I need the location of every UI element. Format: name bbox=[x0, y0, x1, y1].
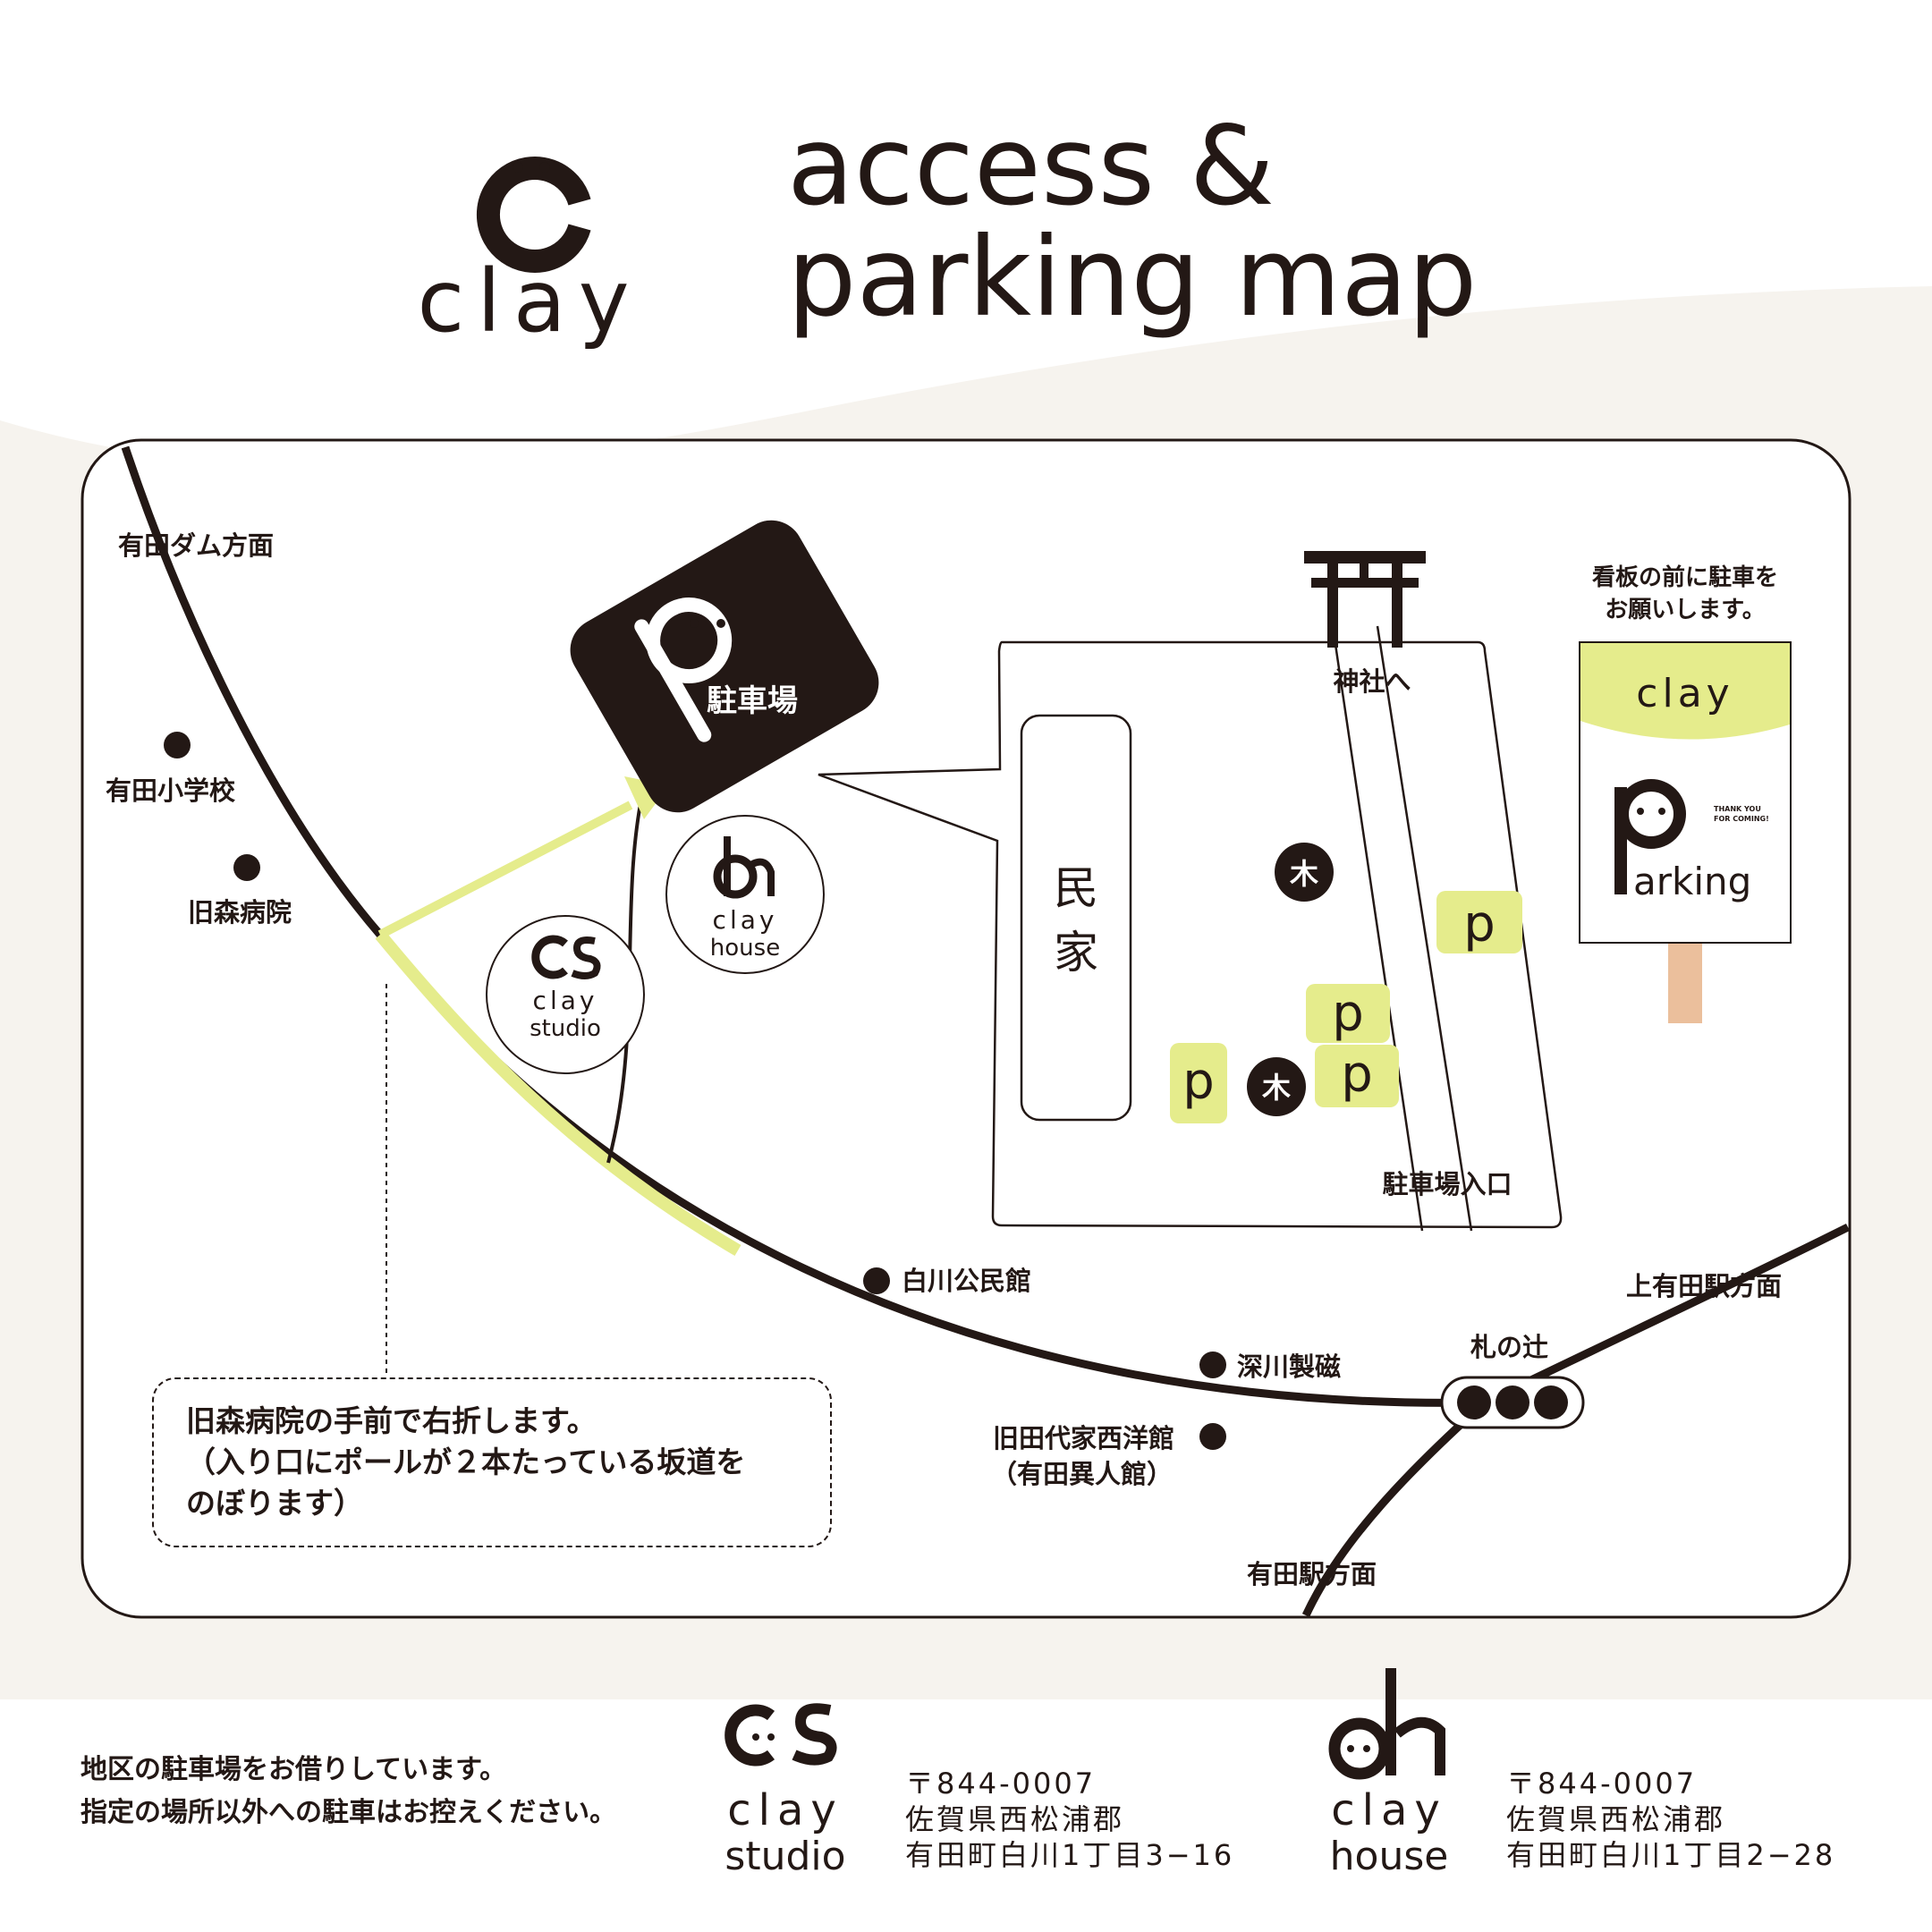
tree-icon: 木 bbox=[1275, 843, 1334, 902]
parking-callout-text: 駐車場 bbox=[690, 619, 798, 719]
parking-entrance-label: 駐車場入口 bbox=[1382, 1169, 1512, 1199]
parking-label: 駐車場 bbox=[707, 683, 798, 719]
svg-text:p: p bbox=[1332, 985, 1364, 1043]
svg-text:p: p bbox=[1463, 895, 1496, 953]
route-highlight bbox=[375, 930, 741, 1257]
studio-logo-name2: studio bbox=[724, 1834, 845, 1879]
arita-station-label: 有田駅方面 bbox=[1247, 1559, 1377, 1589]
shrine-label: 神社へ bbox=[1333, 666, 1411, 697]
fuda-no-tsuji-label: 札の辻 bbox=[1470, 1332, 1548, 1362]
studio-badge: clay studio bbox=[486, 915, 645, 1074]
route-note-line1: 旧森病院の手前で右折します。 bbox=[186, 1403, 597, 1438]
parking-spot-1: p bbox=[1436, 891, 1522, 953]
shrine-path bbox=[1331, 625, 1473, 1232]
sign-note-line1: 看板の前に駐車を bbox=[1592, 564, 1778, 591]
studio-logo-name1: clay bbox=[727, 1785, 843, 1835]
house-badge-line1: clay bbox=[713, 905, 778, 935]
svg-text:木: 木 bbox=[1261, 1071, 1291, 1105]
house-badge: clay house bbox=[665, 815, 825, 974]
traffic-light-icon bbox=[1440, 1376, 1585, 1429]
landmark-dot bbox=[1199, 1423, 1226, 1450]
parking-spot-4: p bbox=[1170, 1043, 1227, 1123]
route-note: 旧森病院の手前で右折します。 （入り口にポールが２本たっている坂道を のぼります… bbox=[152, 1377, 832, 1547]
arita-elementary-label: 有田小学校 bbox=[106, 775, 235, 806]
logo-text: clay bbox=[417, 251, 641, 352]
studio-logo: clay studio bbox=[724, 1703, 846, 1879]
house-address-line2: 有田町白川1丁目2−28 bbox=[1506, 1838, 1836, 1872]
house-logo-name2: house bbox=[1330, 1834, 1449, 1879]
route-note-line3: のぼります） bbox=[186, 1486, 363, 1521]
house-address-line1: 佐賀県西松浦郡 bbox=[1506, 1802, 1726, 1836]
private-house-char-1: 民 bbox=[1054, 862, 1098, 914]
background-wave-bottom bbox=[0, 1714, 1932, 1932]
clay-logo: clay bbox=[417, 157, 641, 352]
house-badge-line2: house bbox=[710, 935, 780, 962]
kami-arita-label: 上有田駅方面 bbox=[1626, 1271, 1782, 1301]
studio-badge-line1: clay bbox=[533, 986, 598, 1015]
title-line-2: parking map bbox=[787, 214, 1478, 341]
svg-text:p: p bbox=[1341, 1046, 1373, 1104]
parking-notice-line2: 指定の場所以外への駐車はお控えください。 bbox=[80, 1797, 617, 1828]
arita-dam-label: 有田ダム方面 bbox=[118, 530, 274, 561]
sign-word: arking bbox=[1633, 860, 1751, 903]
landmark-dot bbox=[164, 732, 191, 758]
landmark-dot bbox=[1199, 1352, 1226, 1378]
studio-address-line1: 佐賀県西松浦郡 bbox=[905, 1802, 1125, 1836]
torii-gate-icon bbox=[1304, 551, 1426, 648]
parking-spot-3: p bbox=[1315, 1045, 1399, 1107]
sign-small-line1: THANK YOU bbox=[1714, 805, 1761, 813]
parking-notice-line1: 地区の駐車場をお借りしています。 bbox=[80, 1754, 507, 1785]
parking-callout bbox=[570, 520, 879, 813]
studio-address-line2: 有田町白川1丁目3−16 bbox=[905, 1838, 1235, 1872]
old-tashiro-label-2: （有田異人館） bbox=[991, 1459, 1173, 1489]
title-line-1: access & bbox=[787, 103, 1275, 230]
house-postal: 〒844-0007 bbox=[1506, 1767, 1698, 1801]
fukagawa-seiji-label: 深川製磁 bbox=[1237, 1352, 1341, 1382]
parking-spot-2: p bbox=[1306, 984, 1390, 1043]
private-house-char-2: 家 bbox=[1054, 927, 1098, 979]
studio-badge-line2: studio bbox=[530, 1015, 601, 1042]
house-logo: clay house bbox=[1328, 1668, 1449, 1879]
svg-text:p: p bbox=[1182, 1053, 1215, 1111]
landmark-dot bbox=[863, 1267, 890, 1294]
main-road bbox=[121, 445, 1851, 1407]
studio-postal: 〒844-0007 bbox=[905, 1767, 1097, 1801]
landmark-dot bbox=[233, 854, 260, 881]
old-tashiro-label-1: 旧田代家西洋館 bbox=[993, 1423, 1174, 1453]
branch-road bbox=[1301, 1399, 1488, 1617]
sign-small-line2: FOR COMING! bbox=[1714, 815, 1769, 823]
sign-top-text: clay bbox=[1636, 671, 1733, 716]
old-mori-hospital-label: 旧森病院 bbox=[188, 897, 292, 928]
studio-address: 〒844-0007 佐賀県西松浦郡 有田町白川1丁目3−16 bbox=[905, 1766, 1234, 1873]
tree-icon: 木 bbox=[1247, 1057, 1306, 1116]
parking-sign: clay arking THANK YOU FOR COMING! bbox=[1579, 641, 1792, 1023]
parking-notice: 地区の駐車場をお借りしています。 指定の場所以外への駐車はお控えください。 bbox=[80, 1749, 616, 1835]
house-logo-name1: clay bbox=[1331, 1785, 1447, 1835]
shirakawa-hall-label: 白川公民館 bbox=[902, 1266, 1031, 1296]
route-note-line2: （入り口にポールが２本たっている坂道を bbox=[186, 1445, 746, 1479]
svg-text:木: 木 bbox=[1289, 857, 1318, 891]
sign-note-line2: お願いします。 bbox=[1605, 597, 1765, 623]
private-house bbox=[1020, 714, 1132, 1122]
house-address: 〒844-0007 佐賀県西松浦郡 有田町白川1丁目2−28 bbox=[1506, 1766, 1835, 1873]
